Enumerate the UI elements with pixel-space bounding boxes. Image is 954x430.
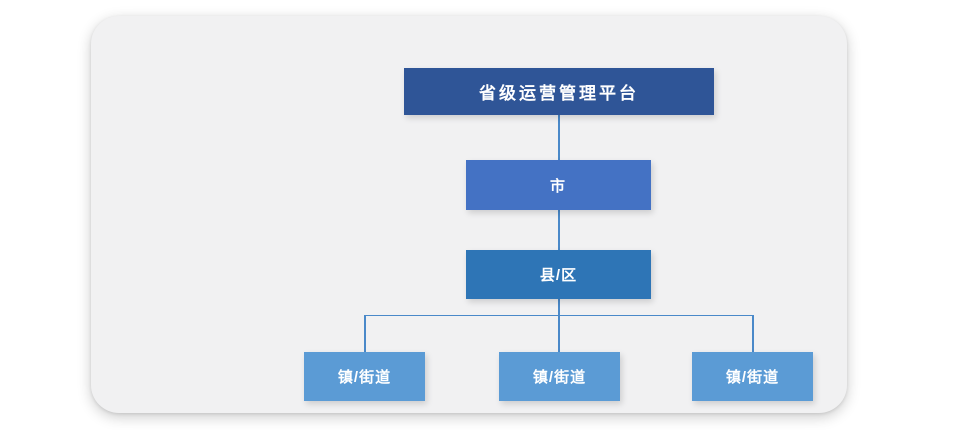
node-town-street-3: 镇/街道 bbox=[692, 352, 813, 401]
connector-county-to-bus bbox=[558, 299, 560, 315]
node-town-street-1-label: 镇/街道 bbox=[337, 369, 392, 386]
connector-root-to-city bbox=[558, 115, 560, 160]
node-province-platform-label: 省级运营管理平台 bbox=[479, 84, 639, 103]
connector-drop-town-1 bbox=[364, 314, 366, 352]
node-town-street-3-label: 镇/街道 bbox=[725, 369, 780, 386]
node-town-street-2: 镇/街道 bbox=[499, 352, 620, 401]
diagram-card: 省级运营管理平台 市 县/区 镇/街道 镇/街道 镇/街道 bbox=[91, 16, 847, 413]
node-town-street-1: 镇/街道 bbox=[304, 352, 425, 401]
node-county-district: 县/区 bbox=[466, 250, 651, 299]
node-province-platform: 省级运营管理平台 bbox=[404, 68, 714, 115]
node-city-label: 市 bbox=[549, 177, 567, 195]
node-county-district-label: 县/区 bbox=[539, 267, 578, 284]
connector-city-to-county bbox=[558, 210, 560, 250]
node-city: 市 bbox=[466, 160, 651, 210]
node-town-street-2-label: 镇/街道 bbox=[532, 369, 587, 386]
connector-drop-town-3 bbox=[752, 314, 754, 352]
connector-drop-town-2 bbox=[558, 314, 560, 352]
